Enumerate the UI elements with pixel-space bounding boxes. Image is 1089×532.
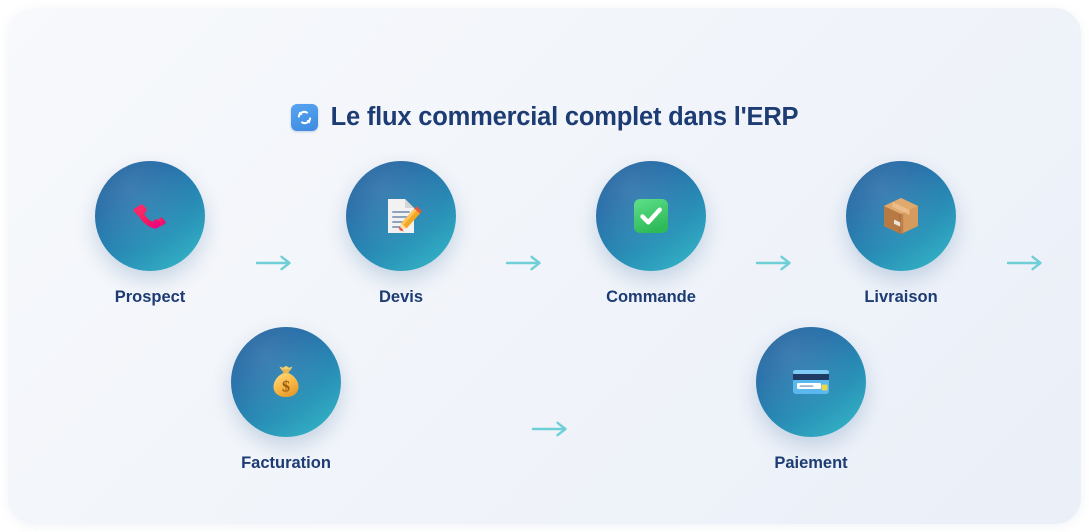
node-circle: $ <box>231 327 341 437</box>
credit-card-icon <box>788 359 834 405</box>
flow-node-livraison[interactable]: Livraison <box>821 161 981 307</box>
svg-text:$: $ <box>282 379 290 396</box>
flow-node-label: Paiement <box>774 454 848 472</box>
flow-node-prospect[interactable]: Prospect <box>70 161 230 307</box>
flow-node-devis[interactable]: Devis <box>321 161 481 307</box>
flow-node-label: Livraison <box>864 288 938 306</box>
flow-node-facturation[interactable]: $ Facturation <box>206 327 366 473</box>
page-title-text: Le flux commercial complet dans l'ERP <box>330 102 799 131</box>
sync-icon <box>290 103 318 131</box>
telephone-icon <box>127 193 173 239</box>
node-circle <box>846 161 956 271</box>
flow-node-label: Commande <box>606 288 696 306</box>
check-mark-icon <box>628 193 674 239</box>
node-circle <box>95 161 205 271</box>
node-circle <box>596 161 706 271</box>
flow-diagram-card: Le flux commercial complet dans l'ERP <box>8 8 1081 524</box>
flow-arrow-livraison-facturation <box>1004 250 1048 276</box>
flow-node-label: Facturation <box>241 454 331 472</box>
node-circle <box>756 327 866 437</box>
package-box-icon <box>878 193 924 239</box>
money-bag-icon: $ <box>263 359 309 405</box>
page-title: Le flux commercial complet dans l'ERP <box>8 94 1081 140</box>
flow-arrow-prospect-devis <box>253 250 297 276</box>
flow-arrow-commande-livraison <box>753 250 797 276</box>
flow-arrow-facturation-paiement <box>529 416 573 442</box>
flow-node-label: Prospect <box>114 288 186 306</box>
flow-node-label: Devis <box>378 288 424 306</box>
flow-node-paiement[interactable]: Paiement <box>731 327 891 473</box>
flow-node-commande[interactable]: Commande <box>571 161 731 307</box>
node-circle <box>346 161 456 271</box>
flow-arrow-devis-commande <box>503 250 547 276</box>
memo-document-icon <box>378 193 424 239</box>
